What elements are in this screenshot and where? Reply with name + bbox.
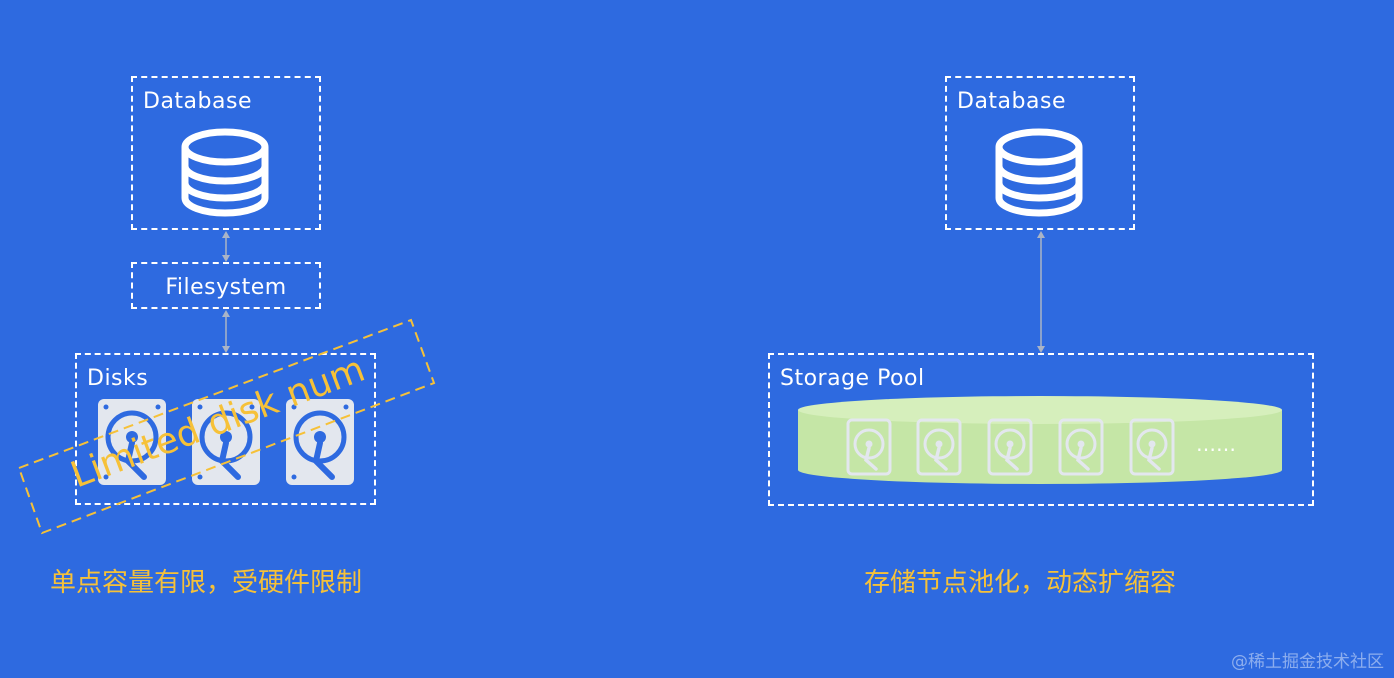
footer-watermark: @稀土掘金技术社区 xyxy=(1231,652,1384,672)
pool-ellipsis: …… xyxy=(1196,432,1236,456)
right-database-box xyxy=(945,76,1135,230)
left-database-box xyxy=(131,76,321,230)
left-database-label: Database xyxy=(143,89,252,114)
database-icon xyxy=(995,128,1083,217)
filesystem-box xyxy=(131,262,321,309)
filesystem-label: Filesystem xyxy=(165,275,287,300)
database-icon xyxy=(181,128,269,217)
right-caption: 存储节点池化，动态扩缩容 xyxy=(864,568,1177,598)
storage-pool-box xyxy=(768,353,1314,506)
right-database-label: Database xyxy=(957,89,1066,114)
disks-label: Disks xyxy=(87,366,149,391)
disks-box xyxy=(75,353,376,505)
storage-pool-label: Storage Pool xyxy=(780,366,925,391)
left-caption: 单点容量有限，受硬件限制 xyxy=(50,568,363,598)
